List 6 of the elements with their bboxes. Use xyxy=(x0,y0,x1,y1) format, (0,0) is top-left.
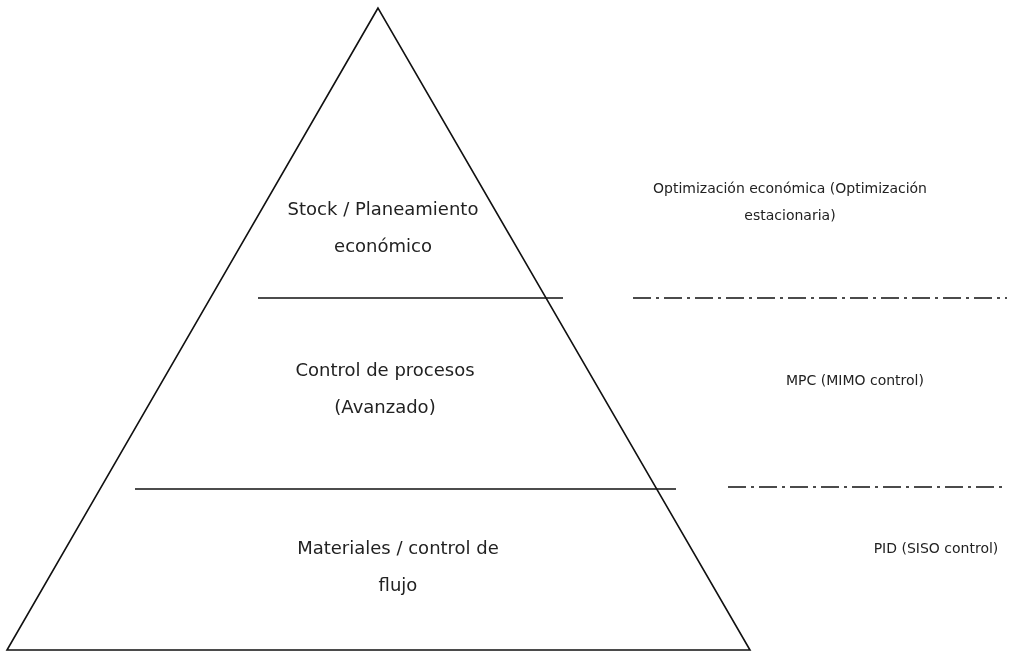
pyramid-tier-label: Materiales / control de flujo xyxy=(278,529,518,603)
level-description: PID (SISO control) xyxy=(872,538,1000,558)
level-description: MPC (MIMO control) xyxy=(785,370,925,390)
pyramid-tier-label: Stock / Planeamiento económico xyxy=(258,190,508,264)
pyramid-tier-label: Control de procesos (Avanzado) xyxy=(265,351,505,425)
level-description: Optimización económica (Optimización estacionaria) xyxy=(652,179,928,225)
